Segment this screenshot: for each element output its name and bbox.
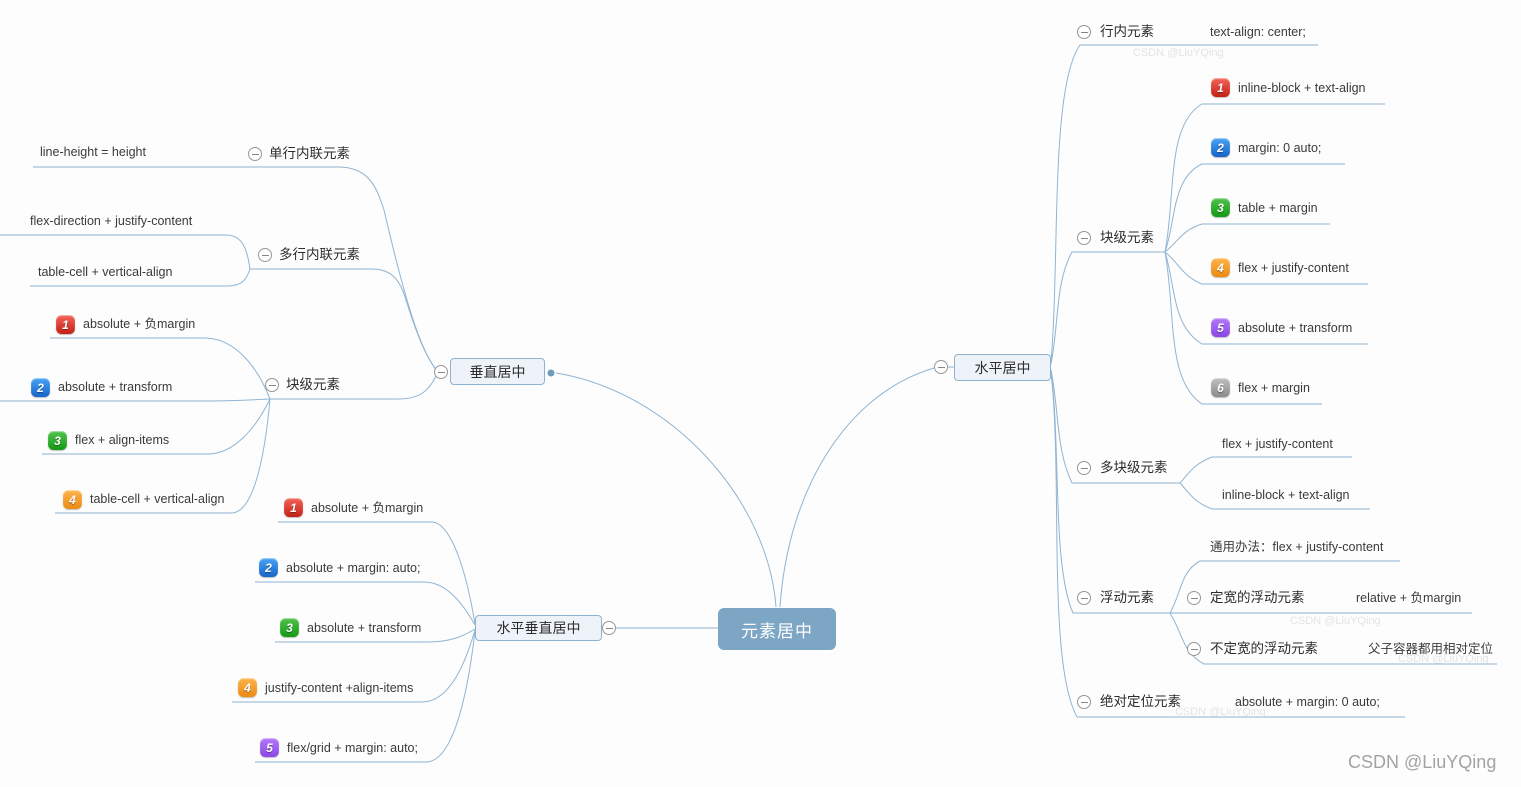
priority-6-icon: 6 (1211, 378, 1230, 397)
method-flex-direction[interactable]: flex-direction + justify-content (30, 214, 193, 228)
method-line-height[interactable]: line-height = height (40, 145, 146, 159)
method-step[interactable]: absolute + 负margin (311, 501, 424, 515)
collapse-icon[interactable] (1077, 591, 1091, 605)
collapse-icon[interactable] (248, 147, 262, 161)
method-step[interactable]: flex/grid + margin: auto; (287, 741, 418, 755)
topic-multi-block[interactable]: 多块级元素 (1100, 460, 1168, 475)
method-step[interactable]: relative + 负margin (1356, 591, 1462, 605)
collapse-icon[interactable] (1077, 461, 1091, 475)
topic-multi-inline[interactable]: 多行内联元素 (279, 247, 360, 262)
priority-4-icon: 4 (238, 678, 257, 697)
method-step[interactable]: absolute + transform (307, 621, 422, 635)
topic-both-center[interactable]: 水平垂直居中 (475, 615, 602, 641)
topic-float-fixed-width[interactable]: 定宽的浮动元素 (1210, 590, 1305, 605)
topic-block-vertical[interactable]: 块级元素 (286, 377, 340, 392)
collapse-icon[interactable] (265, 378, 279, 392)
connection-dot[interactable] (547, 369, 555, 377)
method-step[interactable]: absolute + 负margin (83, 317, 196, 331)
priority-3-icon: 3 (280, 618, 299, 637)
watermark: CSDN @LiuYQing (1348, 752, 1497, 772)
method-step[interactable]: table-cell + vertical-align (90, 492, 225, 506)
collapse-icon[interactable] (1077, 695, 1091, 709)
topic-vertical-center[interactable]: 垂直居中 (450, 358, 545, 385)
method-step[interactable]: absolute + margin: 0 auto; (1235, 695, 1380, 709)
collapse-icon[interactable] (258, 248, 272, 262)
topic-single-inline[interactable]: 单行内联元素 (269, 146, 350, 161)
method-table-cell[interactable]: table-cell + vertical-align (38, 265, 173, 279)
method-step[interactable]: justify-content +align-items (265, 681, 414, 695)
collapse-icon[interactable] (602, 621, 616, 635)
priority-4-icon: 4 (63, 490, 82, 509)
topic-float-auto-width[interactable]: 不定宽的浮动元素 (1210, 641, 1318, 656)
collapse-icon[interactable] (434, 365, 448, 379)
topic-float[interactable]: 浮动元素 (1100, 590, 1154, 605)
method-step[interactable]: margin: 0 auto; (1238, 141, 1322, 155)
priority-5-icon: 5 (1211, 318, 1230, 337)
priority-2-icon: 2 (31, 378, 50, 397)
priority-1-icon: 1 (56, 315, 75, 334)
method-step[interactable]: inline-block + text-align (1222, 488, 1350, 502)
method-step[interactable]: absolute + margin: auto; (286, 561, 421, 575)
collapse-icon[interactable] (1077, 25, 1091, 39)
topic-inline[interactable]: 行内元素 (1100, 24, 1154, 39)
priority-4-icon: 4 (1211, 258, 1230, 277)
watermark-faint: CSDN @LiuYQing (1398, 653, 1489, 665)
topic-block-horizontal[interactable]: 块级元素 (1100, 230, 1154, 245)
priority-5-icon: 5 (260, 738, 279, 757)
collapse-icon[interactable] (1077, 231, 1091, 245)
watermark-faint: CSDN @LiuYQing (1133, 47, 1224, 59)
method-text-align[interactable]: text-align: center; (1210, 25, 1306, 39)
priority-2-icon: 2 (1211, 138, 1230, 157)
method-step[interactable]: flex + justify-content (1238, 261, 1349, 275)
method-step[interactable]: flex + justify-content (1222, 437, 1333, 451)
topic-horizontal-center[interactable]: 水平居中 (954, 354, 1051, 381)
topic-absolute[interactable]: 绝对定位元素 (1100, 694, 1181, 709)
method-step[interactable]: inline-block + text-align (1238, 81, 1366, 95)
root-topic[interactable]: 元素居中 (718, 608, 836, 650)
method-step[interactable]: table + margin (1238, 201, 1318, 215)
priority-1-icon: 1 (284, 498, 303, 517)
method-step[interactable]: flex + align-items (75, 433, 170, 447)
priority-3-icon: 3 (1211, 198, 1230, 217)
priority-2-icon: 2 (259, 558, 278, 577)
watermark-faint: CSDN @LiuYQing (1290, 615, 1381, 627)
method-general[interactable]: 通用办法：flex + justify-content (1210, 540, 1384, 554)
watermark-faint: CSDN @LiuYQing (1175, 706, 1266, 718)
collapse-icon[interactable] (1187, 591, 1201, 605)
priority-1-icon: 1 (1211, 78, 1230, 97)
method-step[interactable]: flex + margin (1238, 381, 1310, 395)
priority-3-icon: 3 (48, 431, 67, 450)
collapse-icon[interactable] (1187, 642, 1201, 656)
collapse-icon[interactable] (934, 360, 948, 374)
method-step[interactable]: absolute + transform (1238, 321, 1353, 335)
method-step[interactable]: absolute + transform (58, 380, 173, 394)
method-step[interactable]: 父子容器都用相对定位 (1368, 642, 1494, 656)
